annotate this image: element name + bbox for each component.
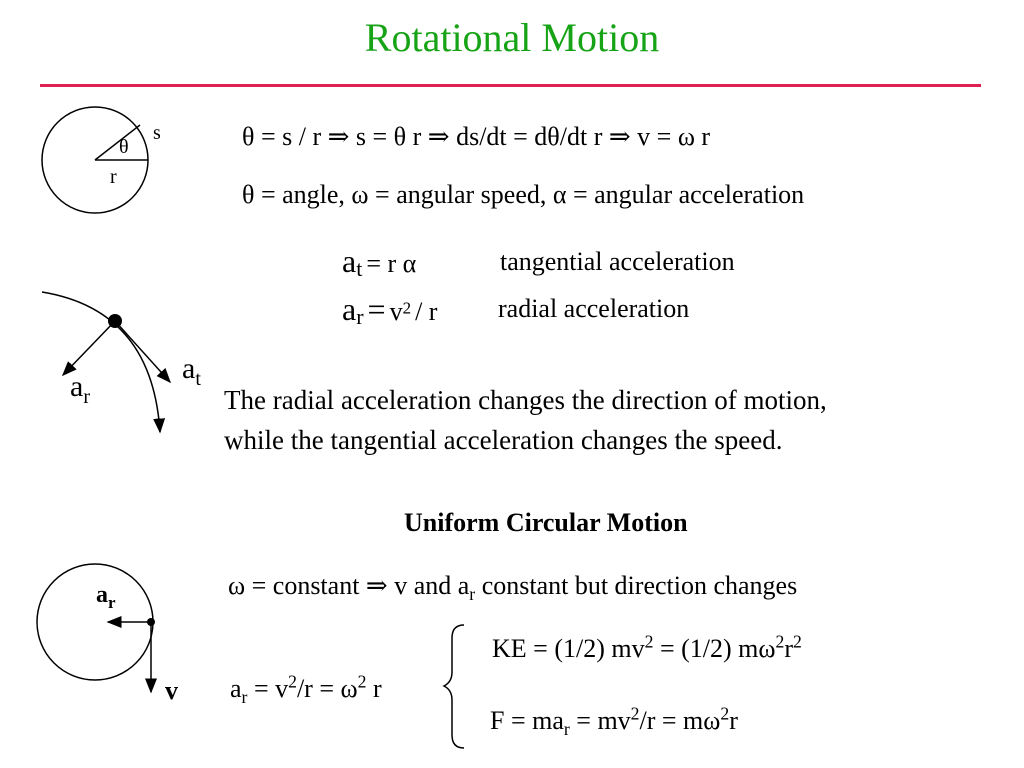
label-s: s: [153, 122, 161, 144]
explanation-line-2: while the tangential acceleration change…: [224, 425, 783, 455]
arc-acceleration-diagram: [41, 291, 172, 434]
label-ar: ar: [70, 370, 90, 408]
slide-title-text: Rotational Motion: [364, 15, 660, 60]
explanation-line-1: The radial acceleration changes the dire…: [224, 385, 827, 415]
title-divider: [40, 84, 981, 87]
ucm-ar-formula: ar = v2/r = ω2 r: [230, 671, 382, 708]
ucm-force-formula: F = mar = mv2/r = mω2r: [490, 703, 738, 740]
left-brace: [442, 624, 465, 749]
ucm-diagram: [36, 563, 157, 694]
ucm-constant-statement: ω = constant ⇒ v and ar constant but dir…: [228, 571, 798, 605]
slide-title: Rotational Motion: [0, 14, 1024, 61]
label-r: r: [110, 166, 117, 188]
tangential-accel-desc: tangential acceleration: [500, 247, 735, 276]
ucm-heading: Uniform Circular Motion: [404, 508, 688, 537]
label-at: at: [182, 352, 201, 390]
radial-accel-desc: radial acceleration: [498, 294, 690, 323]
ucm-ke-formula: KE = (1/2) mv2 = (1/2) mω2r2: [492, 631, 802, 663]
circle-angle-diagram: [41, 106, 149, 214]
arc-path: [41, 291, 166, 434]
tangential-accel-formula: at = r α: [342, 243, 417, 282]
tangential-arrow: [114, 320, 172, 384]
radial-arrow: [61, 320, 116, 377]
radial-accel-formula: ar = v2 / r: [342, 291, 438, 330]
label-ucm-ar: ar: [96, 582, 116, 612]
equation-definitions: θ = angle, ω = angular speed, α = angula…: [242, 180, 805, 209]
equation-theta-chain: θ = s / r ⇒ s = θ r ⇒ ds/dt = dθ/dt r ⇒ …: [242, 122, 711, 151]
label-ucm-v: v: [165, 676, 178, 705]
label-theta: θ: [119, 136, 129, 158]
radius-line: [94, 124, 141, 161]
